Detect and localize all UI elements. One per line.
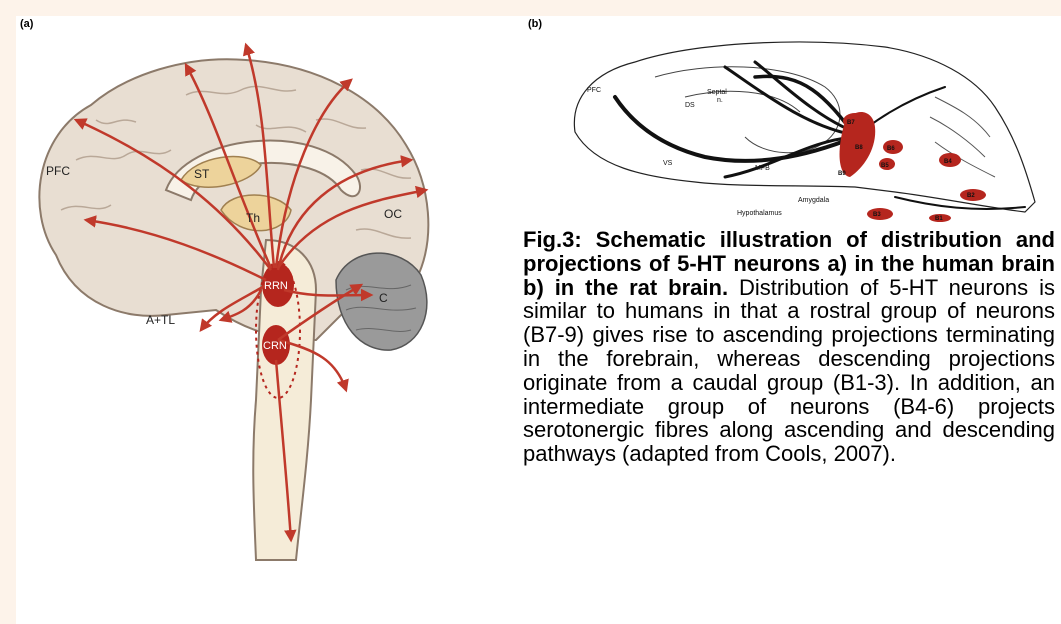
caption-text: Distribution of 5-HT neurons is similar … xyxy=(523,275,1055,467)
rat-label-b1: B1 xyxy=(935,216,943,222)
rat-label-amygdala: Amygdala xyxy=(798,197,829,204)
label-st: ST xyxy=(194,167,210,181)
rat-label-b5: B5 xyxy=(881,163,889,169)
label-crn: CRN xyxy=(263,340,287,352)
top-band xyxy=(0,0,1061,16)
rat-brain-figure: PFC DS Septal n. VS MFB Amygdala Hypotha… xyxy=(555,17,1045,222)
rat-label-pfc: PFC xyxy=(587,87,601,94)
label-rrn: RRN xyxy=(264,280,288,292)
label-th: Th xyxy=(246,211,260,225)
rat-label-vs: VS xyxy=(663,160,673,167)
rat-label-ds: DS xyxy=(685,102,695,109)
label-atl: A+TL xyxy=(146,313,175,327)
rat-label-b2: B2 xyxy=(967,193,975,199)
rat-label-septal: Septal xyxy=(707,89,727,96)
label-oc: OC xyxy=(384,207,402,221)
rat-label-b9: B9 xyxy=(838,171,846,177)
panel-a-label: (a) xyxy=(20,18,33,30)
label-c: C xyxy=(379,291,388,305)
human-brain-figure: PFC ST Th OC RRN CRN C A+TL xyxy=(16,40,436,585)
rat-label-b3: B3 xyxy=(873,212,881,218)
rat-label-b4: B4 xyxy=(944,159,952,165)
panel-b-label: (b) xyxy=(528,18,542,30)
rat-label-b7: B7 xyxy=(847,120,855,126)
rat-label-b6: B6 xyxy=(887,146,895,152)
label-pfc: PFC xyxy=(46,164,70,178)
rat-label-hypothalamus: Hypothalamus xyxy=(737,210,782,217)
figure-caption: Fig.3: Schematic illustration of distrib… xyxy=(523,228,1055,466)
rat-label-septal-n: n. xyxy=(717,97,723,104)
left-band xyxy=(0,16,16,624)
rat-label-b8: B8 xyxy=(855,145,863,151)
rat-nuclei xyxy=(840,112,986,222)
rat-label-mfb: MFB xyxy=(755,165,770,172)
